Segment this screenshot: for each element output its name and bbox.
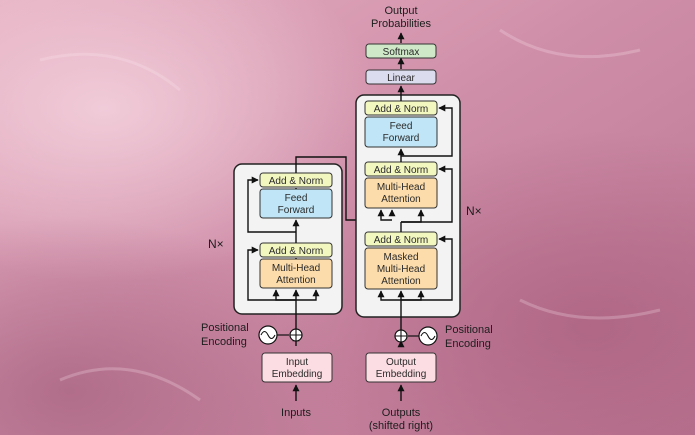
- decoder-cross-attention: [364, 177, 438, 209]
- decoder-masked-line2: Multi-Head: [377, 264, 425, 275]
- output-embedding: [365, 352, 437, 383]
- linear-box: [365, 69, 437, 85]
- decoder-addnorm-top-label: Add & Norm: [374, 104, 428, 115]
- encoder-pe-line2: Encoding: [201, 336, 247, 348]
- output-prob-line1: Output: [384, 5, 417, 17]
- output-emb-line1: Output: [386, 357, 416, 368]
- decoder-arrows: [377, 32, 453, 348]
- decoder-addnorm-mid-label: Add & Norm: [374, 165, 428, 176]
- decoder-feed-forward: [364, 116, 438, 148]
- encoder-nx-label: N×: [208, 237, 224, 251]
- encoder-attn-line2: Attention: [276, 275, 315, 286]
- decoder-pe-line1: Positional: [445, 324, 493, 336]
- linear-label: Linear: [387, 73, 415, 84]
- output-prob-line2: Probabilities: [371, 18, 431, 30]
- input-emb-line2: Embedding: [272, 369, 323, 380]
- softmax-box: [365, 43, 437, 59]
- encoder-addnorm-top-label: Add & Norm: [269, 176, 323, 187]
- decoder-masked-attention: [364, 247, 438, 290]
- decoder-masked-line1: Masked: [383, 252, 418, 263]
- decoder-nx-label: N×: [466, 204, 482, 218]
- output-emb-line2: Embedding: [376, 369, 427, 380]
- encoder-addnorm-bottom-label: Add & Norm: [269, 246, 323, 257]
- encoder-ff-line2: Forward: [278, 205, 315, 216]
- encoder-attn-line1: Multi-Head: [272, 263, 320, 274]
- decoder-addnorm-bottom-label: Add & Norm: [374, 235, 428, 246]
- inputs-label: Inputs: [281, 407, 311, 419]
- softmax-label: Softmax: [383, 47, 420, 58]
- encoder-arrows: [247, 156, 392, 346]
- outputs-label-line1: Outputs: [382, 407, 421, 419]
- input-emb-line1: Input: [286, 357, 308, 368]
- decoder-ff-line2: Forward: [383, 133, 420, 144]
- decoder-ff-line1: Feed: [390, 121, 413, 132]
- decoder-pe-line2: Encoding: [445, 338, 491, 350]
- decoder-masked-line3: Attention: [381, 276, 420, 287]
- encoder-pe-line1: Positional: [201, 322, 249, 334]
- outputs-label-line2: (shifted right): [369, 420, 433, 432]
- decoder-cross-line2: Attention: [381, 194, 420, 205]
- encoder-ff-line1: Feed: [285, 193, 308, 204]
- decoder-cross-line1: Multi-Head: [377, 182, 425, 193]
- input-embedding: [261, 352, 333, 383]
